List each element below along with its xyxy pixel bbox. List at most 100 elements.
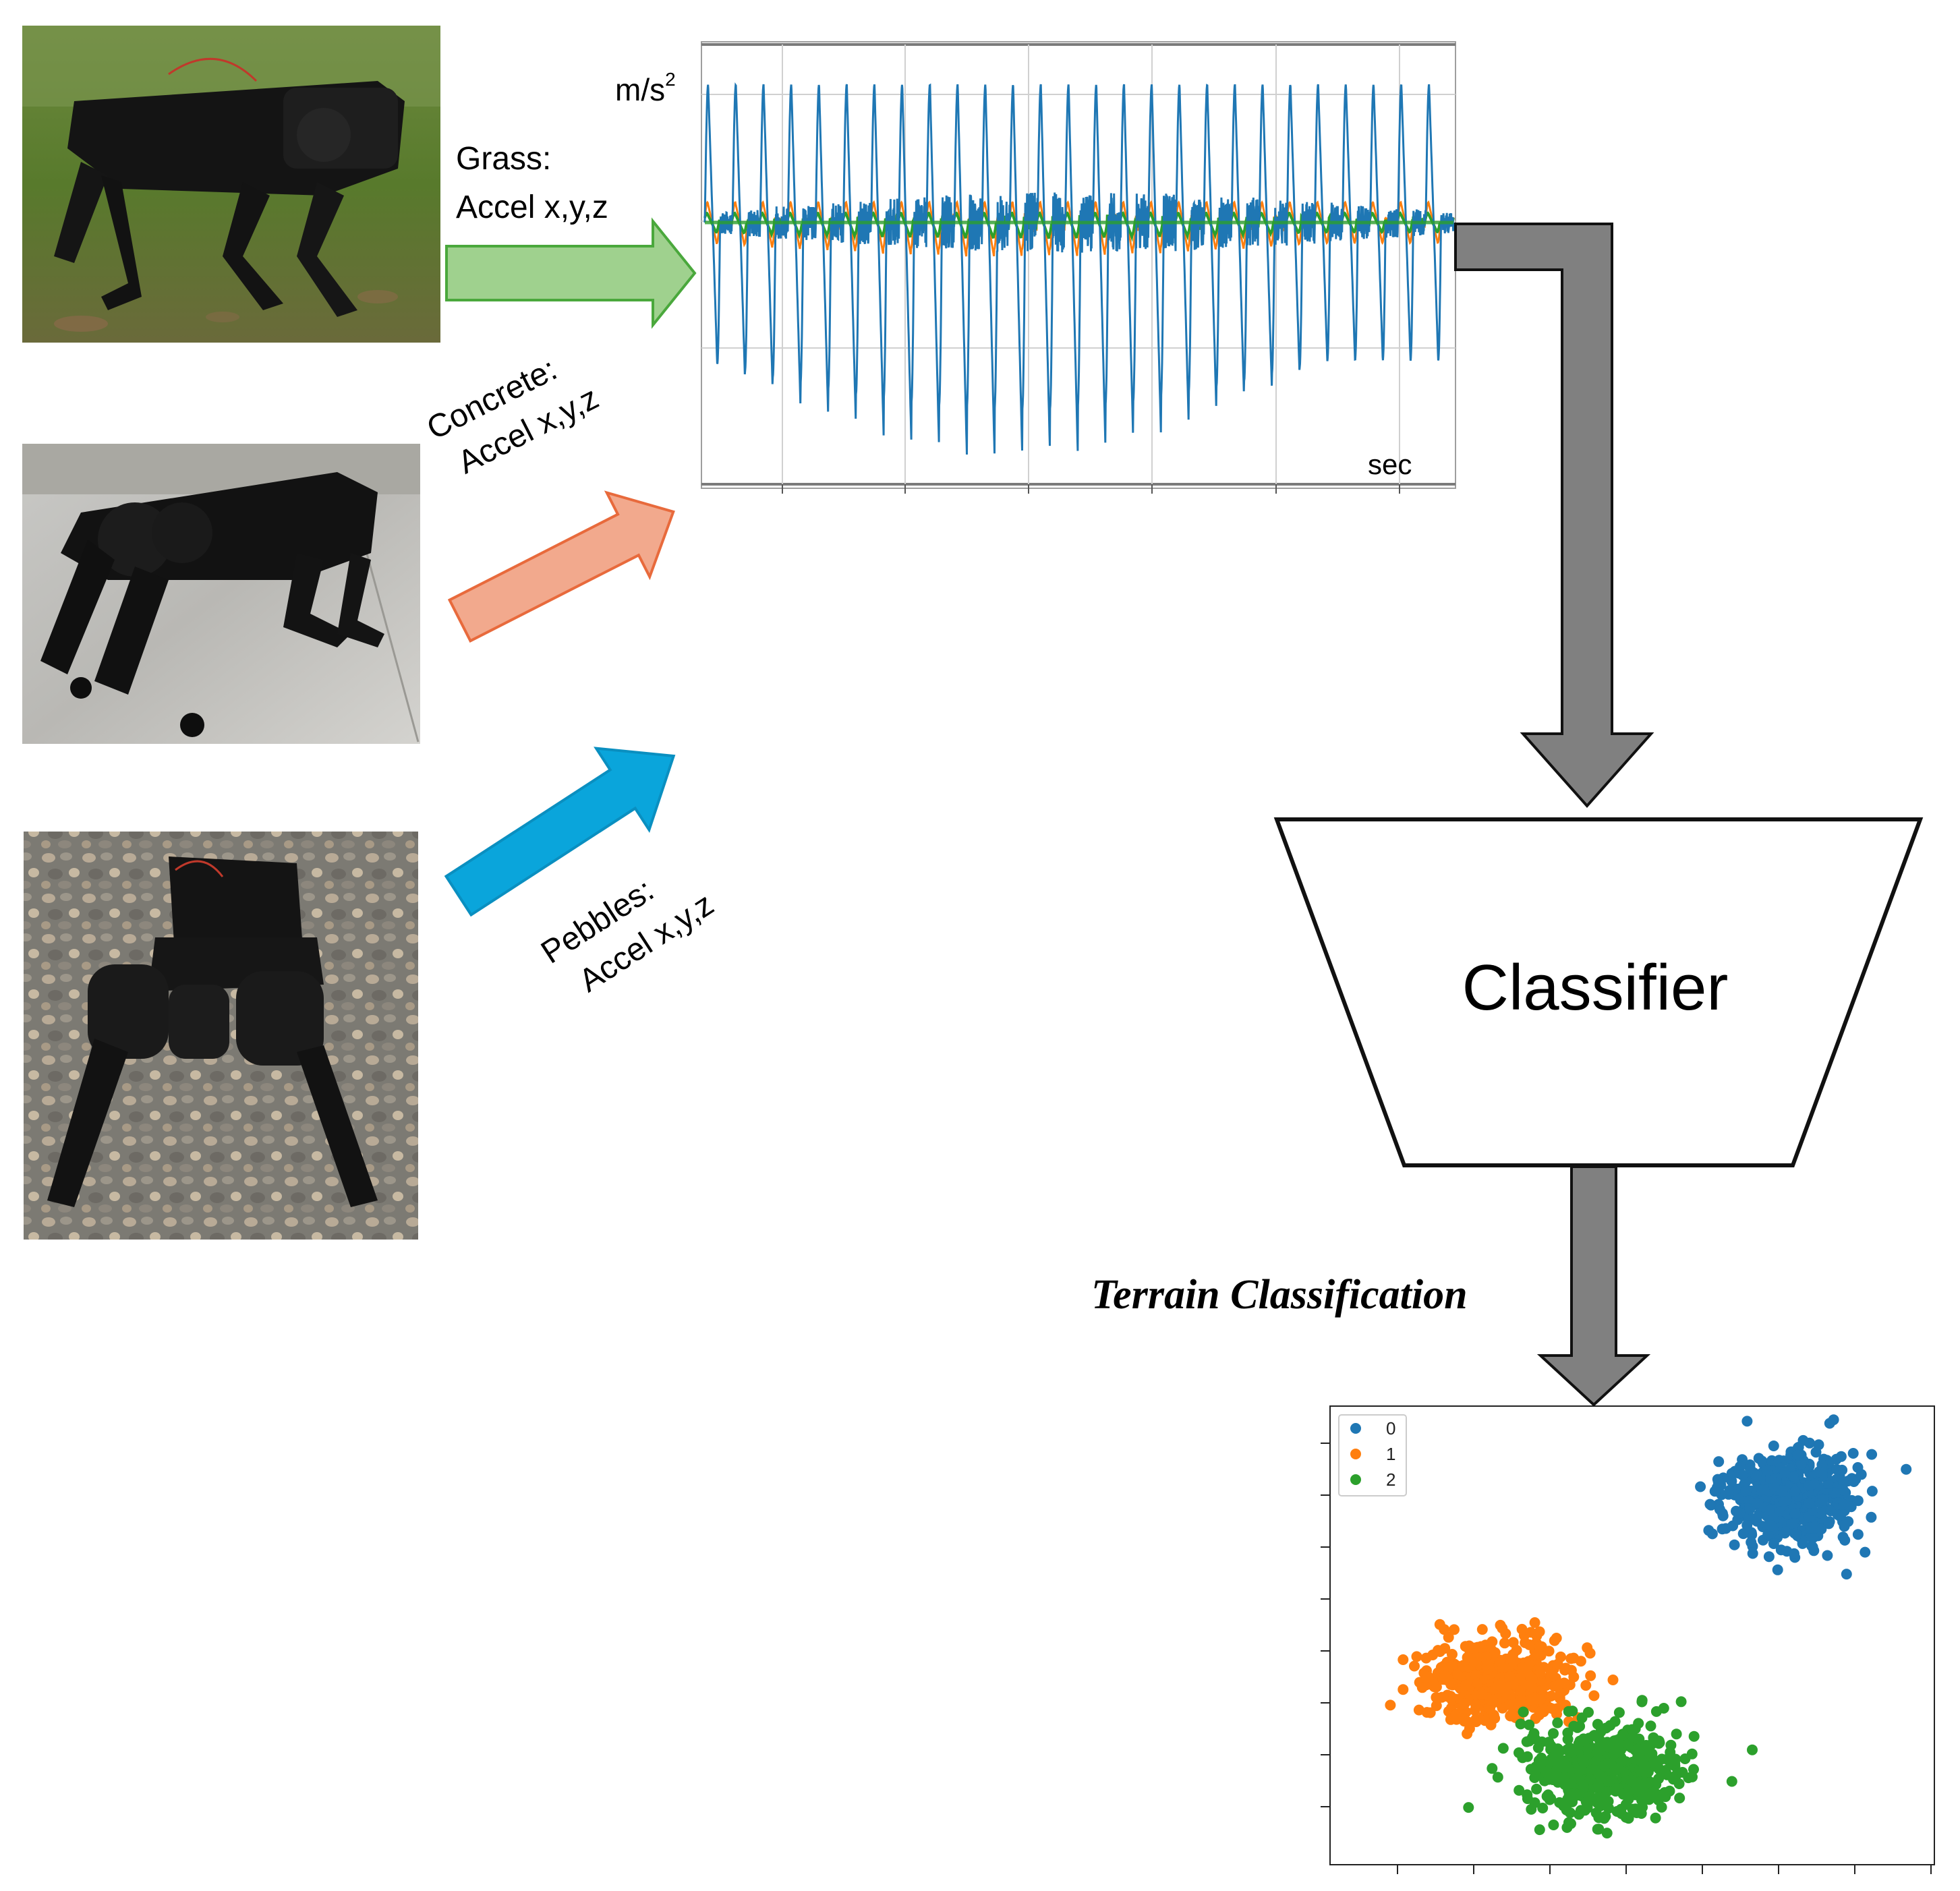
- scatter-point: [1515, 1685, 1526, 1697]
- scatter-point: [1479, 1715, 1491, 1726]
- scatter-point: [1786, 1518, 1797, 1530]
- grass-input-label: Grass: Accel x,y,z: [456, 135, 608, 232]
- scatter-point: [1592, 1778, 1604, 1789]
- scatter-point: [1634, 1733, 1645, 1745]
- scatter-point: [1860, 1546, 1871, 1558]
- scatter-point: [1431, 1681, 1442, 1693]
- scatter-point: [1534, 1824, 1545, 1836]
- scatter-point: [1595, 1800, 1606, 1811]
- scatter-point: [1593, 1769, 1605, 1780]
- scatter-point: [1832, 1509, 1843, 1520]
- scatter-point: [1536, 1757, 1547, 1768]
- scatter-point: [1667, 1758, 1679, 1770]
- legend-marker-0: [1350, 1423, 1361, 1434]
- scatter-point: [1778, 1496, 1789, 1507]
- scatter-point: [1585, 1670, 1596, 1681]
- scatter-point: [1458, 1698, 1470, 1710]
- scatter-point: [1484, 1694, 1495, 1706]
- scatter-point: [1750, 1470, 1762, 1482]
- scatter-point: [1447, 1649, 1458, 1660]
- scatter-point: [1671, 1728, 1682, 1740]
- scatter-point: [1848, 1476, 1860, 1487]
- grass-label-line2: Accel x,y,z: [456, 190, 608, 225]
- scatter-point: [1679, 1753, 1691, 1764]
- scatter-point: [1609, 1716, 1621, 1727]
- scatter-point: [1561, 1822, 1573, 1833]
- scatter-point: [1576, 1712, 1588, 1724]
- scatter-point: [1744, 1463, 1756, 1474]
- scatter-point: [1726, 1476, 1737, 1487]
- scatter-point: [1543, 1737, 1555, 1748]
- scatter-point: [1795, 1458, 1807, 1470]
- scatter-point: [1653, 1738, 1665, 1749]
- scatter-point: [1526, 1672, 1538, 1683]
- scatter-point: [1636, 1755, 1648, 1766]
- scatter-point: [1822, 1478, 1834, 1489]
- scatter-point: [1529, 1772, 1540, 1783]
- scatter-point: [1764, 1505, 1775, 1516]
- scatter-point: [1525, 1764, 1536, 1775]
- scatter-point: [1563, 1797, 1574, 1808]
- scatter-point: [1472, 1641, 1483, 1653]
- scatter-point: [1847, 1448, 1859, 1459]
- scatter-point: [1611, 1782, 1623, 1794]
- legend-label-2: 2: [1386, 1470, 1395, 1490]
- scatter-point: [1651, 1788, 1662, 1800]
- scatter-point: [1514, 1695, 1526, 1706]
- scatter-point: [1578, 1782, 1589, 1793]
- scatter-point: [1674, 1793, 1685, 1804]
- accel-ylabel-base: m/s: [615, 72, 666, 107]
- scatter-point: [1601, 1786, 1613, 1797]
- scatter-point: [1751, 1497, 1762, 1509]
- scatter-point: [1518, 1706, 1529, 1718]
- scatter-point: [1514, 1784, 1525, 1796]
- scatter-point: [1768, 1538, 1779, 1549]
- scatter-point: [1789, 1508, 1801, 1519]
- scatter-point: [1625, 1774, 1636, 1786]
- scatter-point: [1574, 1809, 1584, 1820]
- scatter-point: [1644, 1794, 1655, 1805]
- scatter-point: [1737, 1470, 1748, 1481]
- scatter-point: [1489, 1647, 1501, 1658]
- scatter-point: [1534, 1641, 1545, 1653]
- classifier-label: Classifier: [1462, 952, 1729, 1024]
- scatter-point: [1592, 1824, 1603, 1835]
- scatter-point: [1439, 1670, 1451, 1682]
- scatter-point: [1588, 1690, 1600, 1701]
- scatter-point: [1640, 1743, 1652, 1754]
- scatter-point: [1831, 1464, 1843, 1475]
- scatter-point: [1451, 1714, 1462, 1725]
- grass-input-arrow: [445, 217, 697, 329]
- scatter-point: [1704, 1499, 1716, 1510]
- scatter-point: [1546, 1753, 1557, 1765]
- scatter-point: [1578, 1757, 1590, 1768]
- scatter-point: [1713, 1456, 1725, 1467]
- scatter-point: [1755, 1484, 1766, 1496]
- scatter-point: [1531, 1783, 1543, 1795]
- pebbles-input-arrow: [444, 747, 676, 917]
- scatter-point: [1458, 1660, 1468, 1672]
- scatter-point: [1460, 1679, 1472, 1691]
- scatter-point: [1841, 1569, 1852, 1580]
- scatter-point: [1576, 1736, 1587, 1747]
- scatter-point: [1714, 1504, 1725, 1515]
- scatter-point: [1835, 1451, 1847, 1462]
- scatter-point: [1792, 1449, 1804, 1461]
- scatter-point: [1779, 1467, 1791, 1478]
- scatter-point: [1476, 1624, 1488, 1635]
- accel-ylabel-exponent: 2: [665, 69, 676, 90]
- legend-marker-2: [1350, 1474, 1361, 1485]
- scatter-point: [1529, 1617, 1540, 1628]
- scatter-point: [1617, 1729, 1629, 1741]
- scatter-point: [1470, 1716, 1482, 1727]
- scatter-point: [1555, 1745, 1566, 1757]
- scatter-point: [1559, 1677, 1570, 1689]
- scatter-point: [1768, 1441, 1779, 1451]
- scatter-point: [1574, 1720, 1586, 1732]
- scatter-point: [1712, 1476, 1724, 1488]
- accel-plot-xlabel: sec: [1368, 448, 1412, 480]
- scatter-point: [1623, 1786, 1634, 1798]
- scatter-point: [1852, 1462, 1864, 1473]
- scatter-point: [1452, 1668, 1464, 1680]
- scatter-point: [1656, 1801, 1667, 1813]
